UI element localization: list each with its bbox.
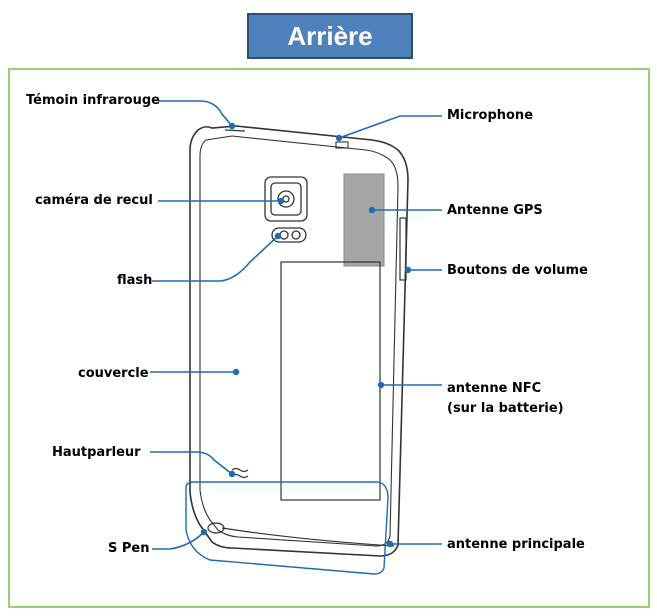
label-cover: couvercle [78, 366, 149, 381]
phone-body [189, 125, 409, 557]
label-microphone: Microphone [447, 108, 534, 123]
label-camera: caméra de recul [35, 193, 153, 208]
gps-antenna-area [343, 173, 385, 267]
label-nfc-line1: antenne NFC [447, 381, 542, 396]
label-flash: flash [117, 273, 153, 288]
label-nfc-line2: (sur la batterie) [447, 401, 564, 416]
leader-lines [150, 100, 442, 550]
label-gps: Antenne GPS [447, 203, 543, 218]
nfc-antenna-area [280, 261, 381, 501]
leader-dots [200, 122, 412, 548]
spen-slot [207, 522, 395, 547]
diagram-title: Arrière [247, 13, 413, 59]
volume-buttons [399, 217, 407, 281]
main-antenna-outline [185, 481, 389, 575]
label-speaker: Hautparleur [52, 445, 141, 460]
label-infrared: Témoin infrarouge [26, 93, 160, 108]
camera-module [264, 176, 308, 222]
label-spen: S Pen [108, 541, 150, 556]
label-volume: Boutons de volume [447, 263, 588, 278]
label-main-antenna: antenne principale [447, 537, 585, 552]
diagram-frame [8, 68, 650, 608]
microphone-hole [335, 141, 349, 149]
